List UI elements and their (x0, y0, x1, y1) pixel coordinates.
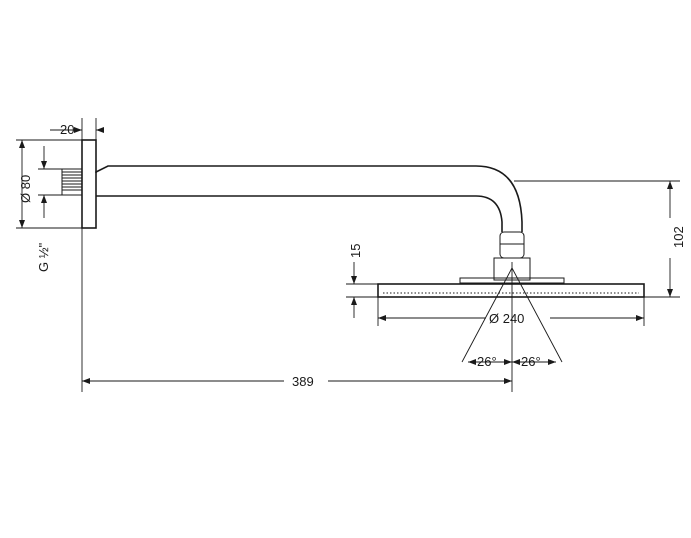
dimension-flange-diameter: Ø 80 (16, 139, 82, 229)
dimension-thread: G ½" (36, 146, 62, 272)
thread-label: G ½" (36, 242, 51, 272)
thread-connector (61, 168, 83, 196)
drop-label: 102 (671, 226, 686, 248)
shower-head (377, 277, 645, 298)
projection-label: 389 (292, 374, 314, 389)
angle-left-label: 26° (477, 354, 497, 369)
spray-angle: 26° 26° (461, 262, 563, 372)
dimension-head-height: 15 (346, 244, 378, 318)
flange-diameter-label: Ø 80 (18, 175, 33, 203)
head-height-label: 15 (348, 244, 363, 258)
flange-width-label: 20 (60, 122, 74, 137)
dimension-projection: 389 (81, 228, 513, 392)
shower-arm (95, 165, 523, 232)
dimension-flange-width: 20 (50, 118, 104, 140)
wall-flange (81, 139, 97, 229)
dimension-drop: 102 (514, 180, 686, 298)
angle-right-label: 26° (521, 354, 541, 369)
head-diameter-label: Ø 240 (489, 311, 524, 326)
dimension-head-diameter: Ø 240 (377, 297, 645, 326)
